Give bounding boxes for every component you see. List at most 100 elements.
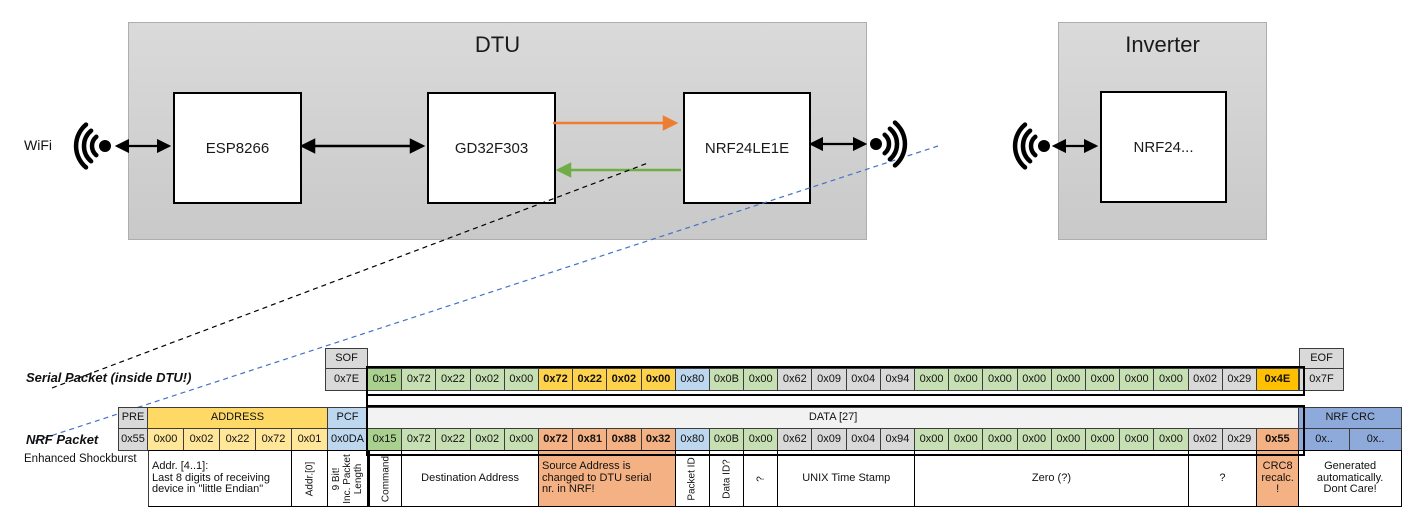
address-byte-cell: 0x01	[292, 428, 328, 451]
byte-cell: 0x88	[607, 428, 642, 451]
byte-cell: 0x00	[1120, 368, 1155, 391]
byte-cell: 0x62	[778, 368, 813, 391]
eof-header-cell: EOF	[1299, 348, 1344, 369]
byte-cell: 0x00	[983, 368, 1018, 391]
byte-cell: 0x72	[402, 428, 437, 451]
crc-value-cell: 0x..	[1350, 428, 1402, 451]
address-header-cell: ADDRESS	[148, 407, 328, 429]
byte-cell: 0x00	[1051, 368, 1086, 391]
byte-cell: 0x02	[470, 368, 505, 391]
chip-nrf24-inverter: NRF24...	[1100, 91, 1227, 203]
dtu-title: DTU	[474, 32, 521, 57]
annotation-cell: Addr. [4..1]: Last 8 digits of receiving…	[148, 450, 292, 507]
address-byte-cell: 0x22	[220, 428, 256, 451]
byte-cell: 0x00	[1017, 368, 1052, 391]
nrf-header-row: PRE ADDRESS PCF DATA [27] NRF CRC	[118, 407, 1403, 429]
inverter-title: Inverter	[1125, 32, 1200, 57]
sof-header-cell: SOF	[325, 348, 368, 369]
nrf-crc-header-cell: NRF CRC	[1299, 407, 1403, 429]
byte-cell: 0x00	[1017, 428, 1052, 451]
chip-nrf24le1e: NRF24LE1E	[683, 92, 811, 204]
byte-cell: 0x72	[538, 368, 574, 391]
annotation-cell: Zero (?)	[915, 450, 1189, 507]
chip-nrf24le1e-label: NRF24LE1E	[704, 139, 790, 157]
annotation-cell: Addr.[0]	[292, 450, 328, 507]
chip-nrf24-inverter-label: NRF24...	[1133, 138, 1194, 156]
annotation-cell: ?	[1188, 450, 1258, 507]
byte-cell: 0x7F	[1299, 368, 1344, 391]
pre-header-cell: PRE	[118, 407, 148, 429]
byte-cell: 0x00	[1154, 428, 1189, 451]
byte-cell: 0x94	[880, 428, 915, 451]
byte-cell: 0x55	[1256, 428, 1299, 451]
annotation-vertical-text: Addr.[0]	[303, 461, 315, 496]
byte-cell: 0x00	[1154, 368, 1189, 391]
byte-cell: 0x4E	[1256, 368, 1299, 391]
byte-cell: 0x29	[1222, 428, 1257, 451]
data-header-cell: DATA [27]	[368, 407, 1300, 429]
byte-cell: 0x72	[402, 368, 437, 391]
byte-cell: 0x00	[1051, 428, 1086, 451]
wifi-label: WiFi	[24, 137, 52, 153]
pcf-header-cell: PCF	[328, 407, 368, 429]
address-byte-cell: 0x72	[256, 428, 292, 451]
byte-cell: 0x00	[915, 428, 950, 451]
byte-cell: 0x22	[573, 368, 608, 391]
annotation-cell: 9 Bit! Inc. Packet Length	[328, 450, 368, 507]
enhanced-shockburst-label: Enhanced Shockburst	[24, 453, 137, 465]
serial-packet-label: Serial Packet (inside DTU!)	[26, 370, 192, 385]
annotation-vertical-text: Packet ID	[686, 456, 698, 501]
wifi-icon	[870, 120, 908, 168]
annotation-cell: CRC8 recalc. !	[1257, 450, 1300, 507]
byte-cell: 0x81	[573, 428, 608, 451]
wifi-icon	[1012, 122, 1050, 170]
byte-cell: 0x80	[675, 428, 710, 451]
annotation-vertical-text: ?	[755, 475, 767, 482]
annotation-vertical-text: Data ID?	[720, 458, 732, 499]
byte-cell: 0x00	[504, 428, 539, 451]
address-byte-cell: 0x00	[148, 428, 184, 451]
crc-value-cell: 0x..	[1298, 428, 1351, 451]
serial-sof-header: SOF	[325, 348, 368, 369]
chip-esp8266-label: ESP8266	[205, 139, 270, 157]
annotation-cell: Packet ID	[675, 450, 710, 507]
byte-cell: 0x0B	[709, 368, 745, 391]
byte-cell: 0x72	[538, 428, 574, 451]
byte-cell: 0x00	[983, 428, 1018, 451]
pcf-value-cell: 0x0DA	[328, 428, 368, 451]
byte-cell: 0x02	[470, 428, 505, 451]
byte-cell: 0x62	[778, 428, 813, 451]
annotation-row: Addr. [4..1]: Last 8 digits of receiving…	[148, 450, 1403, 507]
byte-cell: 0x22	[436, 368, 471, 391]
byte-cell: 0x32	[641, 428, 676, 451]
byte-cell: 0x00	[1120, 428, 1155, 451]
annotation-cell: Command	[368, 450, 403, 507]
serial-eof-header: EOF	[1299, 348, 1344, 369]
address-byte-cell: 0x02	[184, 428, 220, 451]
byte-cell: 0x09	[812, 368, 847, 391]
byte-cell: 0x00	[504, 368, 539, 391]
byte-cell: 0x00	[1085, 428, 1121, 451]
byte-cell: 0x15	[368, 368, 403, 391]
byte-cell: 0x22	[436, 428, 471, 451]
serial-eof-value: 0x7F	[1299, 368, 1344, 391]
annotation-cell: Destination Address	[402, 450, 539, 507]
byte-cell: 0x29	[1222, 368, 1257, 391]
pre-value-cell: 0x55	[118, 428, 148, 451]
byte-cell: 0x02	[607, 368, 642, 391]
chip-gd32f303-label: GD32F303	[454, 139, 529, 157]
byte-cell: 0x80	[675, 368, 710, 391]
chip-gd32f303: GD32F303	[427, 92, 556, 204]
byte-cell: 0x15	[368, 428, 403, 451]
wifi-icon	[73, 122, 111, 170]
byte-cell: 0x00	[915, 368, 950, 391]
byte-cell: 0x00	[949, 368, 984, 391]
annotation-vertical-text: Command	[380, 455, 391, 502]
byte-cell: 0x00	[949, 428, 984, 451]
byte-cell: 0x02	[1188, 428, 1223, 451]
annotation-cell: Source Address is changed to DTU serial …	[538, 450, 676, 507]
byte-cell: 0x09	[812, 428, 847, 451]
